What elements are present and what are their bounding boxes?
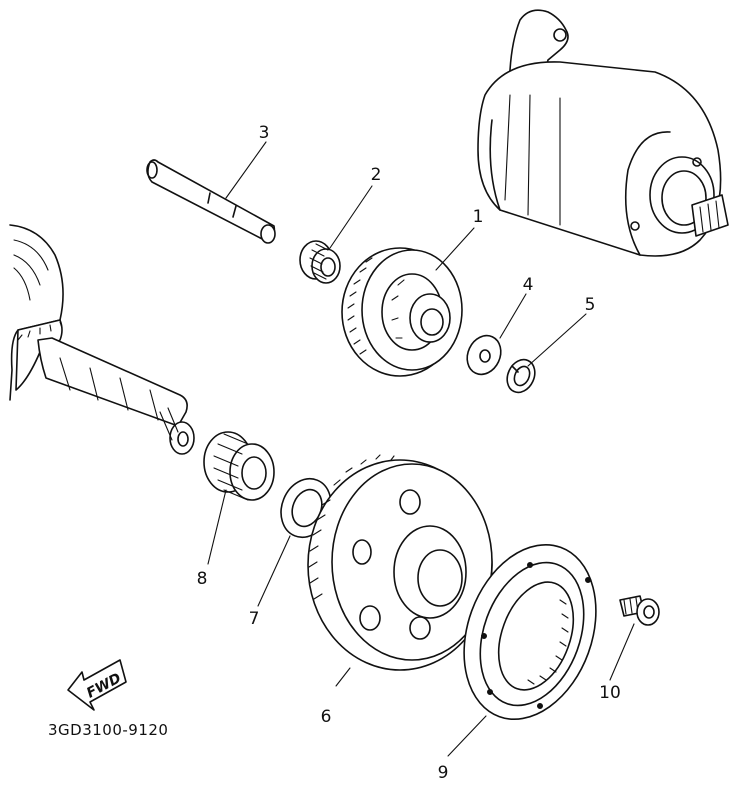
needle-bearing-2 bbox=[299, 240, 341, 284]
callout-6: 6 bbox=[321, 707, 332, 727]
circlip-5 bbox=[506, 358, 536, 394]
wheel-gear-6 bbox=[307, 454, 493, 671]
washer-4 bbox=[466, 334, 502, 376]
leader-lines bbox=[207, 141, 635, 757]
callout-4: 4 bbox=[523, 275, 534, 295]
callout-8: 8 bbox=[197, 569, 208, 589]
callout-10: 10 bbox=[599, 683, 621, 703]
bearing-8 bbox=[203, 431, 275, 501]
callout-5: 5 bbox=[585, 295, 596, 315]
idle-gear-1 bbox=[341, 247, 463, 377]
starter-motor bbox=[477, 9, 729, 257]
callout-9: 9 bbox=[438, 763, 449, 783]
starter-clutch-9 bbox=[463, 544, 597, 720]
shaft-3 bbox=[146, 159, 276, 244]
callout-2: 2 bbox=[371, 165, 382, 185]
callout-3: 3 bbox=[259, 123, 270, 143]
crankshaft bbox=[9, 224, 195, 455]
callout-7: 7 bbox=[249, 609, 260, 629]
bolt-10 bbox=[619, 595, 660, 626]
diagram-code: 3GD3100-9120 bbox=[48, 721, 168, 739]
callout-1: 1 bbox=[473, 207, 484, 227]
fwd-arrow-icon: FWD bbox=[67, 659, 127, 711]
